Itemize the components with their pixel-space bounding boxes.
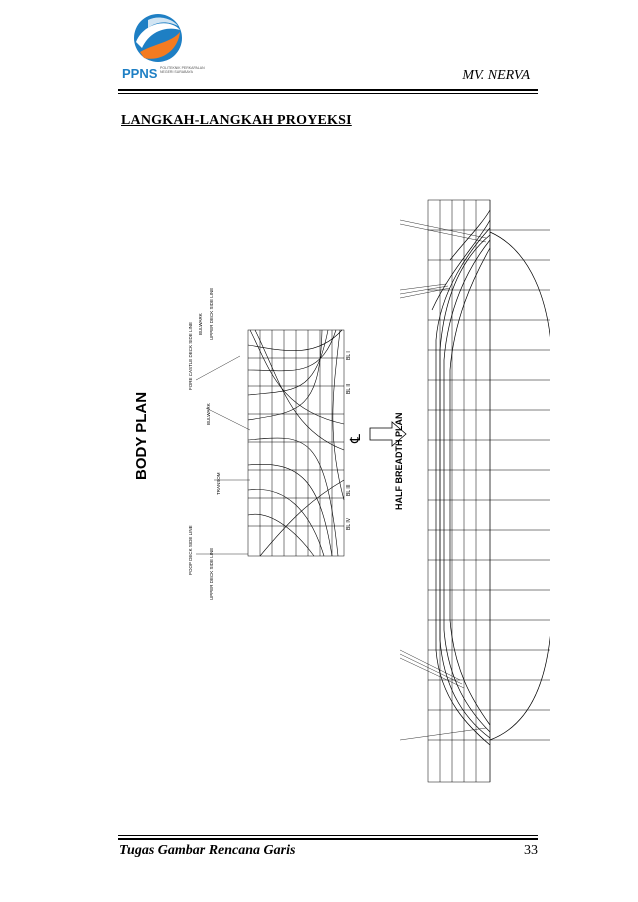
header-rule	[118, 89, 538, 91]
bulwark-label-2: BULWARK	[206, 403, 211, 425]
lines-plan-drawing: BODY PLAN	[110, 180, 558, 790]
half-breadth-grid	[427, 199, 558, 783]
body-plan-title: BODY PLAN	[133, 392, 150, 480]
section-title: LANGKAH-LANGKAH PROYEKSI	[121, 113, 352, 128]
ppns-logo: PPNS POLITEKNIK PERKAPALAN NEGERI SURABA…	[118, 8, 210, 84]
body-plan-stations	[247, 329, 345, 557]
half-breadth-waterlines	[431, 209, 553, 746]
upper-deck-label-2: UPPER DECK SIDE LINE	[209, 548, 214, 600]
bulwark-label: BULWARK	[198, 313, 203, 335]
ship-name: MV. NERVA	[462, 68, 530, 83]
half-breadth-title: HALF BREADTH PLAN	[394, 413, 404, 511]
footer-rule	[118, 838, 538, 840]
footer-title: Tugas Gambar Rencana Garis	[119, 843, 296, 858]
buttock-label: BL IV	[346, 517, 352, 530]
transom-label: TRANSOM	[216, 472, 221, 495]
buttock-label: BL I	[346, 351, 352, 360]
buttock-label: BL II	[346, 384, 352, 394]
page-number: 33	[524, 843, 538, 858]
poop-deck-label: POOP DECK SIDE LINE	[188, 525, 193, 575]
footer-rule-thin	[118, 835, 538, 836]
body-plan-grid	[247, 329, 345, 557]
logo-subtext: POLITEKNIK PERKAPALAN NEGERI SURABAYA	[160, 66, 205, 74]
logo-wordmark: PPNS	[122, 66, 158, 81]
projection-arrow	[369, 421, 407, 447]
fore-castle-label: FORE CASTLE DECK SIDE LINE	[188, 322, 193, 390]
header-rule-thin	[118, 93, 538, 94]
upper-deck-label: UPPER DECK SIDE LINE	[209, 288, 214, 340]
centerline-symbol: ℄	[347, 434, 363, 444]
buttock-label: BL III	[346, 485, 352, 497]
